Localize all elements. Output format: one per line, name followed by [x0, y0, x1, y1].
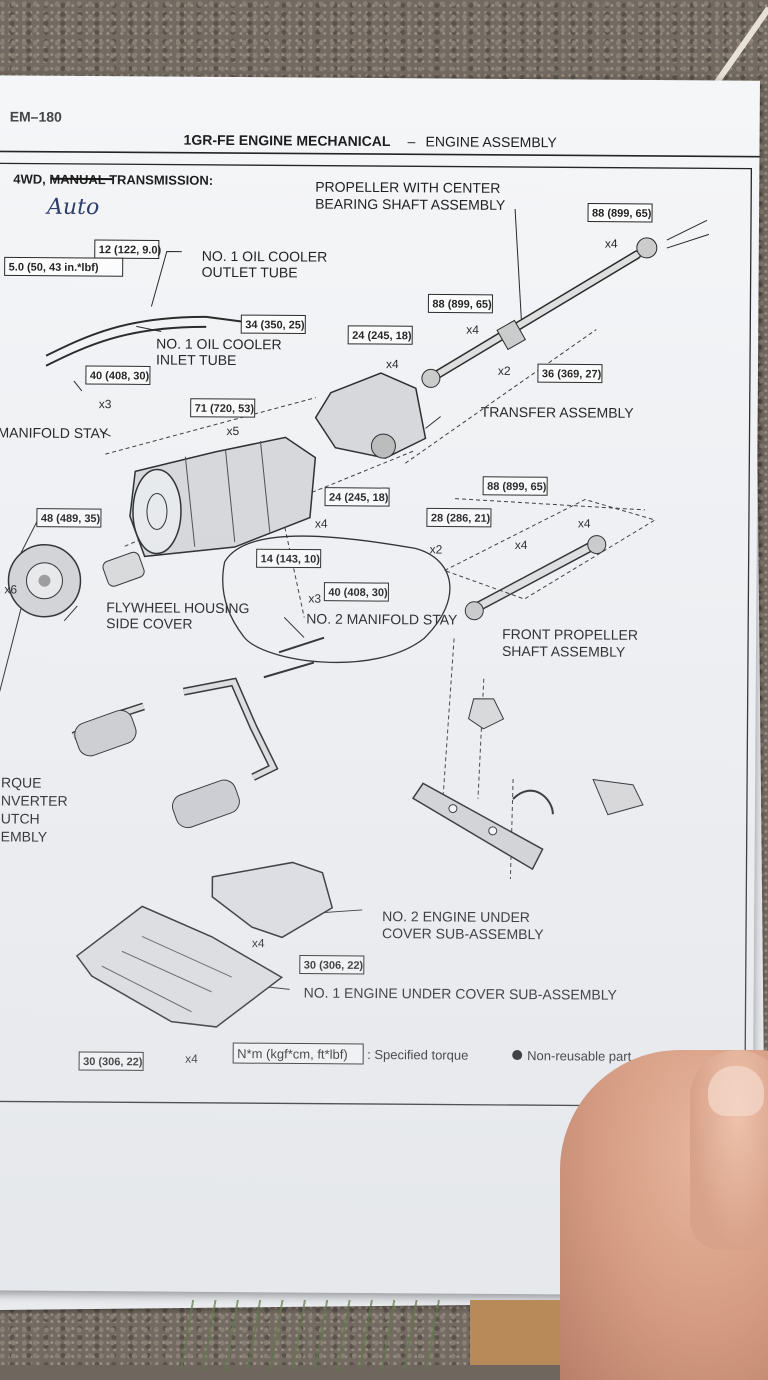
callout-40a: 40 (408, 30)	[90, 370, 150, 382]
legend-torque-box: N*m (kgf*cm, ft*lbf)	[237, 1046, 348, 1062]
label-manifold-stay: MANIFOLD STAY	[0, 424, 109, 441]
label-flywheel-1: FLYWHEEL HOUSING	[106, 599, 249, 616]
header-rule	[0, 151, 759, 156]
callout-40b: 40 (408, 30)	[328, 587, 388, 599]
callout-12: 12 (122, 9.0)	[99, 244, 162, 256]
starter	[101, 550, 146, 588]
callout-34: 34 (350, 25)	[245, 319, 305, 331]
torque-converter	[8, 544, 81, 617]
thumbnail	[708, 1066, 764, 1116]
non-reusable-dot	[512, 1050, 522, 1060]
handwritten-note: Auto	[45, 195, 99, 220]
mult-x2-mid: x2	[498, 364, 511, 378]
mult-x4-88c: x4	[515, 538, 528, 552]
label-transfer: TRANSFER ASSEMBLY	[481, 404, 635, 421]
mult-x4-88c2: x4	[578, 516, 591, 530]
transmission-assembly	[130, 436, 316, 557]
mult-x5: x5	[226, 424, 239, 438]
label-front-prop-1: FRONT PROPELLER	[502, 626, 638, 643]
header-dash: –	[408, 133, 416, 149]
header-section: ENGINE ASSEMBLY	[426, 133, 558, 150]
callout-14: 14 (143, 10)	[261, 553, 321, 565]
crossmember	[412, 783, 543, 869]
transfer-assembly	[315, 373, 426, 459]
label-inlet-2: INLET TUBE	[156, 351, 237, 368]
callout-88a: 88 (899, 65)	[592, 208, 652, 220]
mult-x4-cover: x4	[252, 936, 265, 950]
mult-x4-top: x4	[605, 237, 618, 251]
plant-foliage	[180, 1300, 440, 1370]
label-no1-cover: NO. 1 ENGINE UNDER COVER SUB-ASSEMBLY	[304, 985, 618, 1003]
callout-30b: 30 (306, 22)	[83, 1056, 143, 1068]
callout-71: 71 (720, 53)	[195, 403, 255, 415]
callout-88b: 88 (899, 65)	[432, 298, 492, 310]
callout-36: 36 (369, 27)	[542, 368, 602, 380]
engine-mount	[468, 699, 503, 729]
no2-under-cover	[212, 862, 333, 938]
label-prop-1: PROPELLER WITH CENTER	[315, 179, 500, 196]
callout-48: 48 (489, 35)	[41, 513, 101, 525]
mult-x4-bottom: x4	[185, 1052, 198, 1066]
label-front-prop-2: SHAFT ASSEMBLY	[502, 643, 626, 660]
label-outlet-1: NO. 1 OIL COOLER	[202, 248, 328, 265]
legend-torque-text: : Specified torque	[367, 1047, 468, 1063]
subtitle: 4WD, MANUAL TRANSMISSION:	[13, 171, 213, 187]
callout-30a: 30 (306, 22)	[304, 960, 364, 972]
label-outlet-2: OUTLET TUBE	[202, 264, 298, 281]
legend-nonreusable: Non-reusable part	[527, 1048, 632, 1064]
label-torque-3: UTCH	[1, 810, 40, 826]
bracket-pipe	[513, 791, 553, 815]
small-bracket	[593, 780, 643, 815]
mult-x4-mid: x4	[466, 323, 479, 337]
mult-x2-28: x2	[430, 542, 443, 556]
label-no2-cover-1: NO. 2 ENGINE UNDER	[382, 908, 530, 925]
label-inlet-1: NO. 1 OIL COOLER	[156, 335, 282, 352]
callout-24b: 24 (245, 18)	[329, 492, 389, 504]
callout-28: 28 (286, 21)	[431, 512, 491, 524]
label-flywheel-2: SIDE COVER	[106, 615, 192, 632]
header-title: 1GR-FE ENGINE MECHANICAL	[184, 132, 391, 149]
front-propeller-shaft	[465, 535, 606, 621]
mult-x3-a: x3	[99, 397, 112, 411]
label-torque-4: EMBLY	[1, 828, 48, 844]
label-no2-stay: NO. 2 MANIFOLD STAY	[306, 611, 458, 628]
mult-x4-24b: x4	[315, 517, 328, 531]
mult-x6: x6	[4, 582, 17, 596]
mult-x3-b: x3	[308, 592, 321, 606]
exhaust-system	[71, 636, 324, 832]
label-prop-2: BEARING SHAFT ASSEMBLY	[315, 196, 506, 213]
callout-88c: 88 (899, 65)	[487, 481, 547, 493]
label-torque-2: NVERTER	[1, 792, 68, 808]
callout-5: 5.0 (50, 43 in.*lbf)	[9, 261, 99, 274]
label-no2-cover-2: COVER SUB-ASSEMBLY	[382, 925, 544, 942]
callout-24a: 24 (245, 18)	[352, 330, 412, 342]
label-torque-1: RQUE	[1, 774, 42, 790]
mult-x4-stay: x4	[386, 357, 399, 371]
page-number: EM–180	[10, 108, 62, 124]
